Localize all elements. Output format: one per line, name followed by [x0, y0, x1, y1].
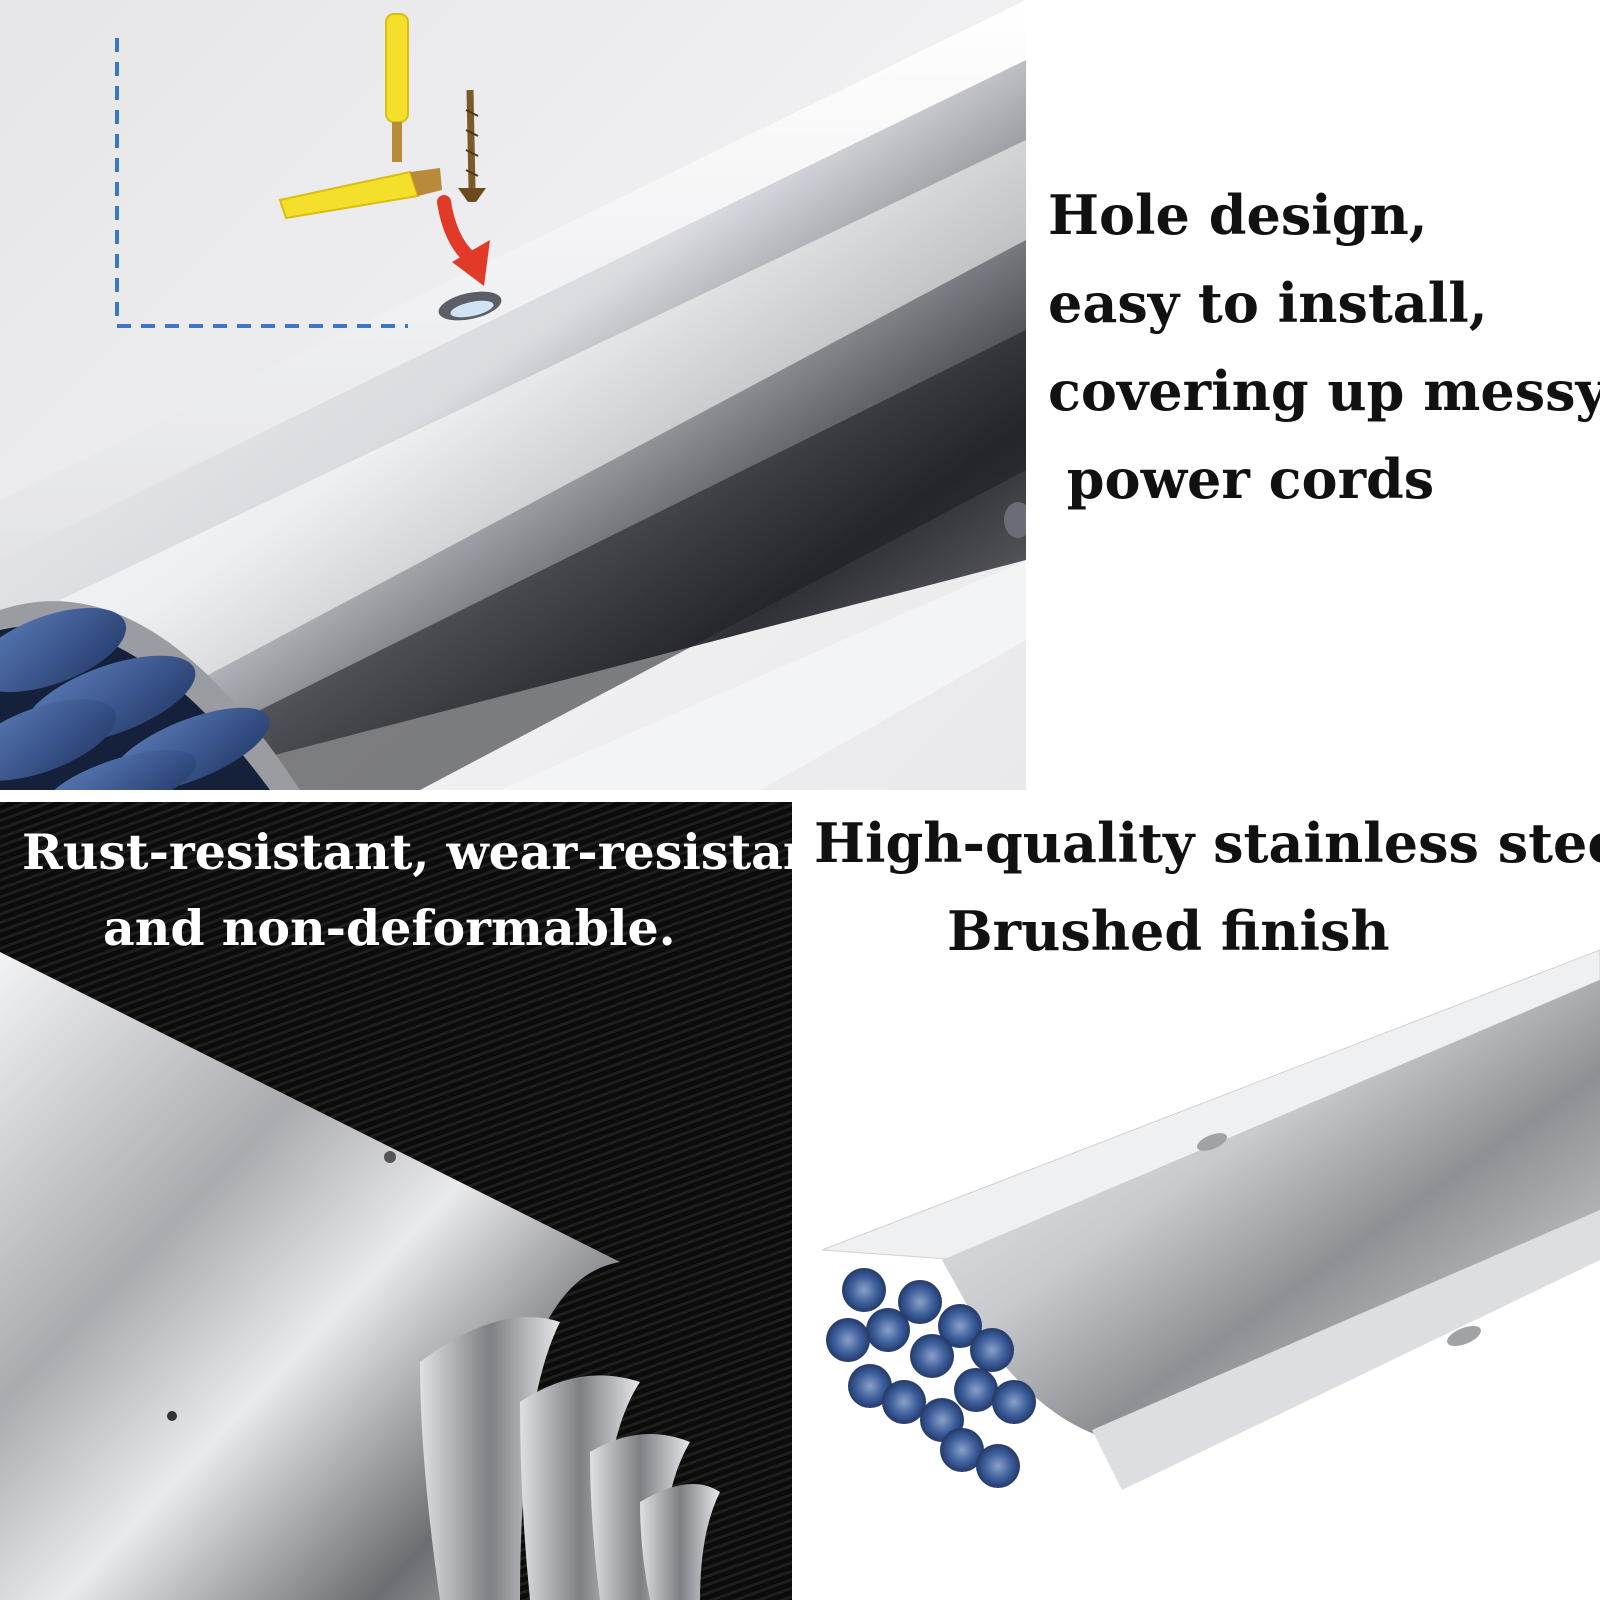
cable-bundle	[826, 1268, 1036, 1488]
caption-line: High-quality stainless steel	[814, 811, 1600, 875]
mounting-hole	[1196, 1133, 1228, 1151]
upper-flange	[0, 0, 1026, 560]
material-photo: High-quality stainless steel Brushed fin…	[792, 790, 1600, 1600]
caption-line: covering up messy	[1048, 359, 1600, 423]
nested-cord-cover	[640, 1484, 720, 1600]
caption-line: Hole design,	[1048, 183, 1428, 247]
caption-line: easy to install,	[1048, 271, 1488, 335]
wall-anchor-icon	[385, 13, 409, 162]
nested-cord-cover	[520, 1375, 640, 1600]
mounting-hole	[384, 1151, 396, 1163]
cord-cover-closeup-illustration	[0, 0, 1026, 790]
cable-bundle	[0, 607, 270, 790]
upper-flange	[821, 949, 1600, 1261]
mounting-hole	[167, 1411, 177, 1421]
tube-body	[942, 980, 1600, 1444]
wall-anchor-icon	[278, 168, 442, 220]
caption-line: Rust-resistant, wear-resistant,	[22, 823, 792, 881]
curved-arrow-icon	[437, 195, 490, 286]
stacked-cord-covers-illustration	[0, 802, 792, 1600]
lower-flange	[1092, 1210, 1600, 1490]
hole-design-caption: Hole design, easy to install, covering u…	[1026, 0, 1600, 790]
hole-design-photo	[0, 0, 1026, 790]
caption-line: Brushed finish	[947, 899, 1390, 963]
lower-flange	[500, 560, 1026, 790]
guide-dashed-line	[115, 38, 408, 328]
mounting-hole	[1004, 502, 1026, 538]
screw-icon	[458, 89, 486, 202]
mounting-hole	[1447, 1325, 1481, 1347]
nested-cord-cover	[420, 1317, 560, 1600]
caption-line: power cords	[1048, 447, 1435, 511]
cord-cover-with-cables-illustration	[821, 949, 1600, 1490]
nested-cord-cover	[590, 1434, 690, 1600]
durability-photo: Rust-resistant, wear-resistant, and non-…	[0, 802, 792, 1600]
caption-line: and non-deformable.	[103, 899, 676, 957]
